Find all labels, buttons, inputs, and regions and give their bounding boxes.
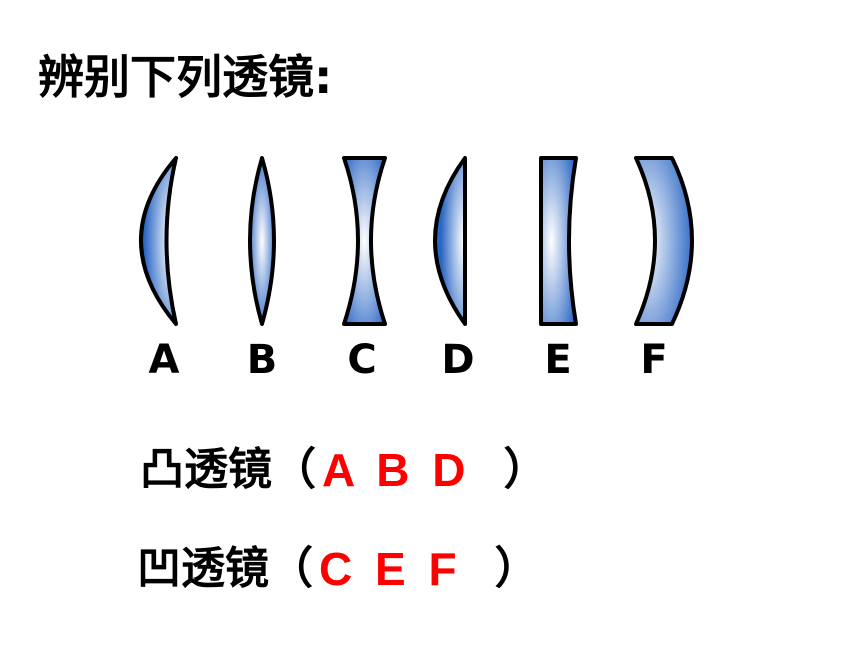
concave-close-paren: ） bbox=[494, 543, 539, 594]
concave-answer-row: 凹透镜（C E F ） bbox=[137, 545, 539, 592]
page-title: 辨别下列透镜: bbox=[38, 50, 333, 104]
lens-label-a: A bbox=[148, 337, 180, 383]
concave-label: 凹透镜 bbox=[137, 543, 269, 594]
concave-answer: C E F bbox=[319, 543, 459, 595]
convex-open-paren: （ bbox=[272, 444, 316, 495]
lens-label-c: C bbox=[347, 337, 377, 383]
convex-label: 凸透镜 bbox=[140, 444, 272, 495]
lens-c bbox=[342, 156, 387, 326]
convex-answer-row: 凸透镜（A B D ） bbox=[140, 446, 548, 493]
convex-close-paren: ） bbox=[503, 444, 548, 495]
concave-open-paren: （ bbox=[269, 543, 313, 594]
lens-label-d: D bbox=[441, 337, 475, 383]
lens-label-e: E bbox=[544, 337, 572, 383]
lens-label-f: F bbox=[640, 337, 668, 383]
lens-f bbox=[634, 156, 694, 326]
lens-e bbox=[539, 156, 578, 326]
lens-d bbox=[433, 156, 467, 326]
lens-a bbox=[139, 156, 178, 326]
convex-answer: A B D bbox=[322, 444, 468, 496]
lens-b bbox=[248, 156, 276, 326]
lens-label-b: B bbox=[246, 337, 278, 383]
